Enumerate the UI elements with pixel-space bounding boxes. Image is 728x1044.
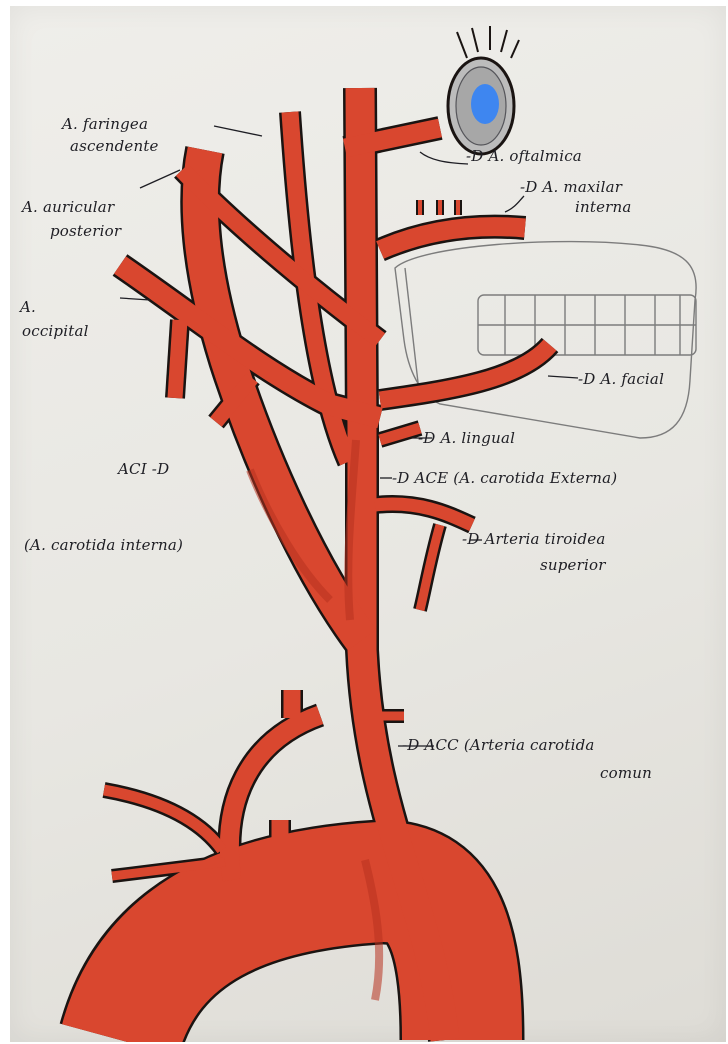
label-auricular: A. auricular posterior xyxy=(20,198,122,240)
label-occipital: A. occipital xyxy=(18,298,89,340)
eye-icon xyxy=(448,26,519,154)
label-faringea: A. faringea ascendente xyxy=(60,115,159,155)
svg-text:superior: superior xyxy=(540,556,606,574)
svg-text:comun: comun xyxy=(600,764,652,782)
svg-text:(A. carotida interna): (A. carotida interna) xyxy=(24,536,183,554)
svg-text:interna: interna xyxy=(575,198,632,216)
paper-sheet: A. faringea ascendente A. auricular post… xyxy=(10,6,726,1042)
svg-text:posterior: posterior xyxy=(50,222,122,240)
svg-text:A. auricular: A. auricular xyxy=(20,198,115,216)
svg-text:-D A. maxilar: -D A. maxilar xyxy=(520,178,623,196)
svg-text:ascendente: ascendente xyxy=(70,137,159,155)
svg-text:-D ACC (Arteria carotida: -D ACC (Arteria carotida xyxy=(402,736,595,754)
svg-text:occipital: occipital xyxy=(22,322,89,340)
label-maxilar: -D A. maxilar interna xyxy=(520,178,632,216)
label-acc: -D ACC (Arteria carotida comun xyxy=(402,736,652,782)
svg-text:-D Arteria tiroidea: -D Arteria tiroidea xyxy=(462,530,606,548)
label-oftalmica: -D A. oftalmica xyxy=(466,147,582,165)
label-lingual: -D A. lingual xyxy=(418,429,515,447)
label-facial: -D A. facial xyxy=(578,370,664,388)
svg-text:A.: A. xyxy=(18,298,36,316)
carotid-diagram: A. faringea ascendente A. auricular post… xyxy=(10,6,726,1042)
jaw-with-teeth-icon xyxy=(395,242,696,438)
label-ace: -D ACE (A. carotida Externa) xyxy=(392,469,617,487)
svg-text:A. faringea: A. faringea xyxy=(60,115,148,133)
label-aci: ACI -D (A. carotida interna) xyxy=(24,460,183,554)
label-tiroidea: -D Arteria tiroidea superior xyxy=(462,530,606,574)
artery-fills xyxy=(104,88,550,1040)
svg-text:ACI -D: ACI -D xyxy=(116,460,169,478)
